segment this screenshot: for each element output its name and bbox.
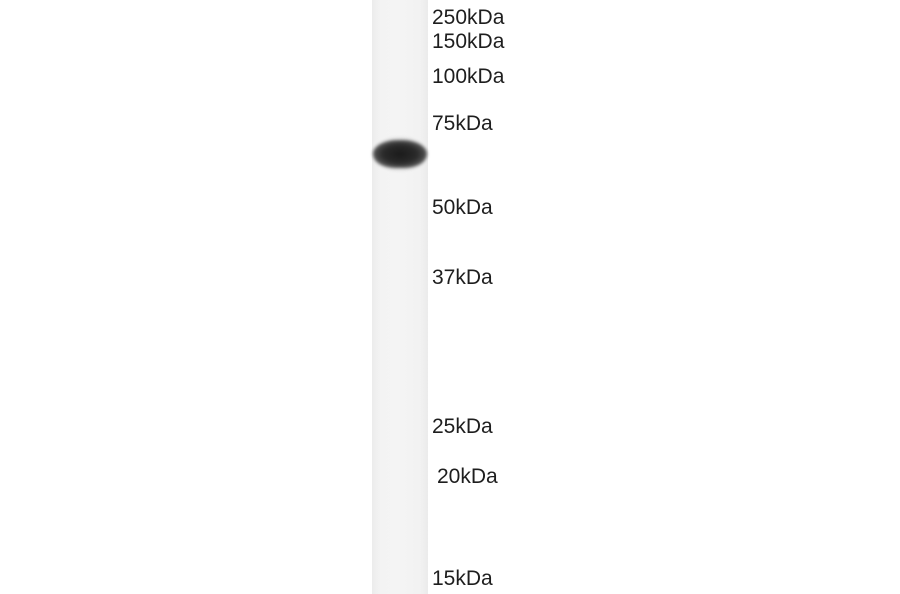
marker-25kda: 25kDa [432,415,493,438]
blot-lane [372,0,428,594]
marker-75kda: 75kDa [432,112,493,135]
marker-150kda: 150kDa [432,30,505,53]
marker-100kda: 100kDa [432,65,505,88]
marker-50kda: 50kDa [432,196,493,219]
marker-37kda: 37kDa [432,266,493,289]
marker-20kda: 20kDa [437,465,498,488]
protein-band [373,140,427,168]
marker-250kda: 250kDa [432,6,505,29]
marker-15kda: 15kDa [432,567,493,590]
